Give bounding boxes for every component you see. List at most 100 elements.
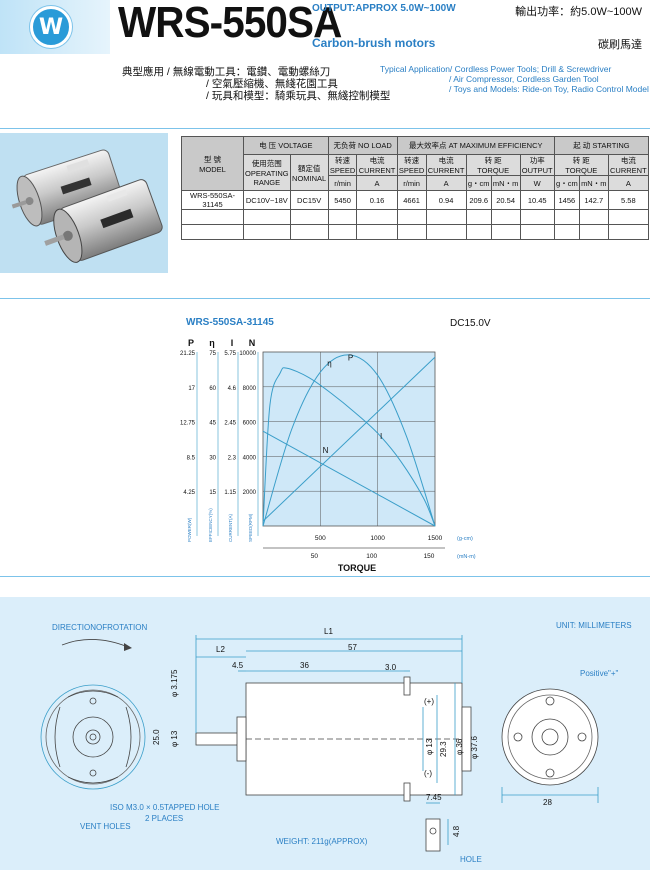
cell-st-torque-g: 1456: [553, 190, 580, 210]
application-en-line: Typical Application/ Cordless Power Tool…: [380, 64, 612, 74]
chart-title: WRS-550SA-31145: [186, 317, 274, 328]
output-range-en: OUTPUT:APPROX 5.0W~100W: [312, 3, 456, 14]
cell-me-output: 10.45: [519, 190, 555, 210]
dim-29-3: 29.3: [439, 741, 448, 757]
motor-type-en: Carbon-brush motors: [312, 36, 436, 50]
dim-l2: L2: [216, 645, 225, 654]
front-view-outline: [40, 684, 146, 790]
model-header-cn: 型 號: [203, 154, 222, 164]
axis-name: CURRENT(A): [228, 514, 233, 542]
drawing-svg: [40, 635, 599, 852]
axis-head: P: [188, 338, 194, 348]
speed-en: SPEED: [329, 166, 356, 175]
x-tick-label: 500: [315, 535, 326, 542]
cell-me-torque-mn: 20.54: [490, 190, 521, 210]
vent-label: VENT HOLES: [80, 822, 131, 831]
divider: [0, 128, 650, 129]
torque-en: TORQUE: [565, 166, 598, 175]
application-en-line: / Toys and Models: Ride-on Toy, Radio Co…: [449, 84, 649, 94]
axis-head: N: [249, 338, 256, 348]
rotation-label: DIRECTIONOFROTATION: [52, 623, 148, 632]
curves: [262, 354, 436, 527]
terminal-plus: (+): [424, 697, 434, 706]
y-tick-label: 8000: [243, 386, 257, 392]
dim-boss-13: φ 13: [170, 730, 179, 747]
dim-3-0: 3.0: [385, 663, 397, 672]
cell-me-torque-g: 209.6: [465, 190, 492, 210]
hole-label: HOLE: [460, 855, 482, 864]
application-cn-line: / 玩具和模型：騎乘玩具、無綫控制模型: [206, 90, 391, 102]
max-eff-header: 最大效率点 AT MAXIMUM EFFICIENCY: [396, 136, 555, 155]
application-cn: 典型應用 / 無線電動工具：電鑽、電動螺絲刀 / 空氣壓縮機、無綫花園工具 / …: [122, 66, 390, 102]
logo-letter: W: [38, 15, 64, 40]
axis-name: SPEED(RPM): [248, 513, 253, 542]
x-axis-title: TORQUE: [338, 563, 376, 573]
weight-label: WEIGHT: 211g(APPROX): [276, 837, 368, 846]
series-i-line: [262, 356, 436, 522]
y-tick-label: 45: [209, 421, 216, 427]
cell-me-speed: 4661: [396, 190, 427, 210]
model-header-en: MODEL: [199, 164, 226, 174]
current-cn: 电流: [369, 156, 385, 165]
terminal-minus: (-): [424, 769, 432, 778]
y-tick-label: 15: [209, 490, 216, 496]
current-cn: 电流: [620, 156, 636, 165]
y-tick-label: 6000: [243, 421, 257, 427]
dim-shaft: φ 3.175: [170, 669, 179, 697]
application-en-line: / Air Compressor, Cordless Garden Tool: [449, 74, 599, 84]
dim-25: 25.0: [152, 729, 161, 745]
x-unit-g: (g-cm): [457, 536, 473, 542]
voltage-header: 电 压 VOLTAGE: [243, 136, 329, 155]
positive-label: Positive"+": [580, 669, 619, 678]
op-range-en: OPERATING RANGE: [245, 169, 289, 187]
torque-cn: 转 距: [572, 156, 590, 165]
output-cn: 功率: [529, 156, 545, 165]
brand-logo: W: [30, 6, 72, 48]
y-tick-label: 21.25: [180, 351, 196, 357]
motor-photo: [0, 133, 168, 273]
y-tick-label: 75: [209, 351, 216, 357]
table-row-empty: [181, 209, 650, 225]
series-p-line: [262, 354, 436, 527]
dim-4-5: 4.5: [232, 661, 244, 670]
x-tick-label: 50: [311, 553, 319, 560]
model-title: WRS-550SA: [118, 0, 342, 47]
logo-panel: W: [0, 0, 110, 54]
y-tick-label: 2000: [243, 490, 257, 496]
cell-st-current: 5.58: [607, 190, 650, 210]
no-load-header: 无负荷 NO LOAD: [327, 136, 398, 155]
cell-nl-current: 0.16: [356, 190, 398, 210]
places-label: 2 PLACES: [145, 814, 184, 823]
unit-cell: mN・m: [578, 175, 609, 191]
starting-header: 起 动 STARTING: [553, 136, 650, 155]
cell-me-current: 0.94: [425, 190, 467, 210]
application-cn-line: / 空氣壓縮機、無綫花園工具: [206, 78, 338, 90]
application-cn-line: 典型應用 / 無線電動工具：電鑽、電動螺絲刀: [122, 66, 331, 78]
nominal-cn: 額定值: [297, 163, 321, 173]
nominal-header: 額定值 NOMINAL: [289, 154, 329, 191]
iso-label: ISO M3.0 × 0.5TAPPED HOLE: [110, 803, 220, 812]
y-tick-label: 4.25: [183, 490, 195, 496]
table-row-empty: [181, 224, 650, 240]
table-row: WRS-550SA-31145 DC10V~18V DC15V 5450 0.1…: [181, 190, 650, 210]
x-tick-label: 150: [424, 553, 435, 560]
dim-37-6: φ 37.6: [470, 736, 479, 759]
torque-cn: 转 距: [484, 156, 502, 165]
cell-model: WRS-550SA-31145: [181, 190, 244, 210]
dim-57: 57: [348, 643, 357, 652]
curve-label: N: [323, 446, 329, 455]
cell-st-torque-mn: 142.7: [578, 190, 609, 210]
speed-cn: 转速: [335, 156, 351, 165]
cell-nl-speed: 5450: [327, 190, 358, 210]
y-tick-label: 1.15: [224, 490, 236, 496]
cell-nominal: DC15V: [289, 190, 329, 210]
curve-label: I: [380, 432, 382, 441]
speed-cn: 转速: [404, 156, 420, 165]
chart-voltage: DC15.0V: [450, 318, 491, 329]
